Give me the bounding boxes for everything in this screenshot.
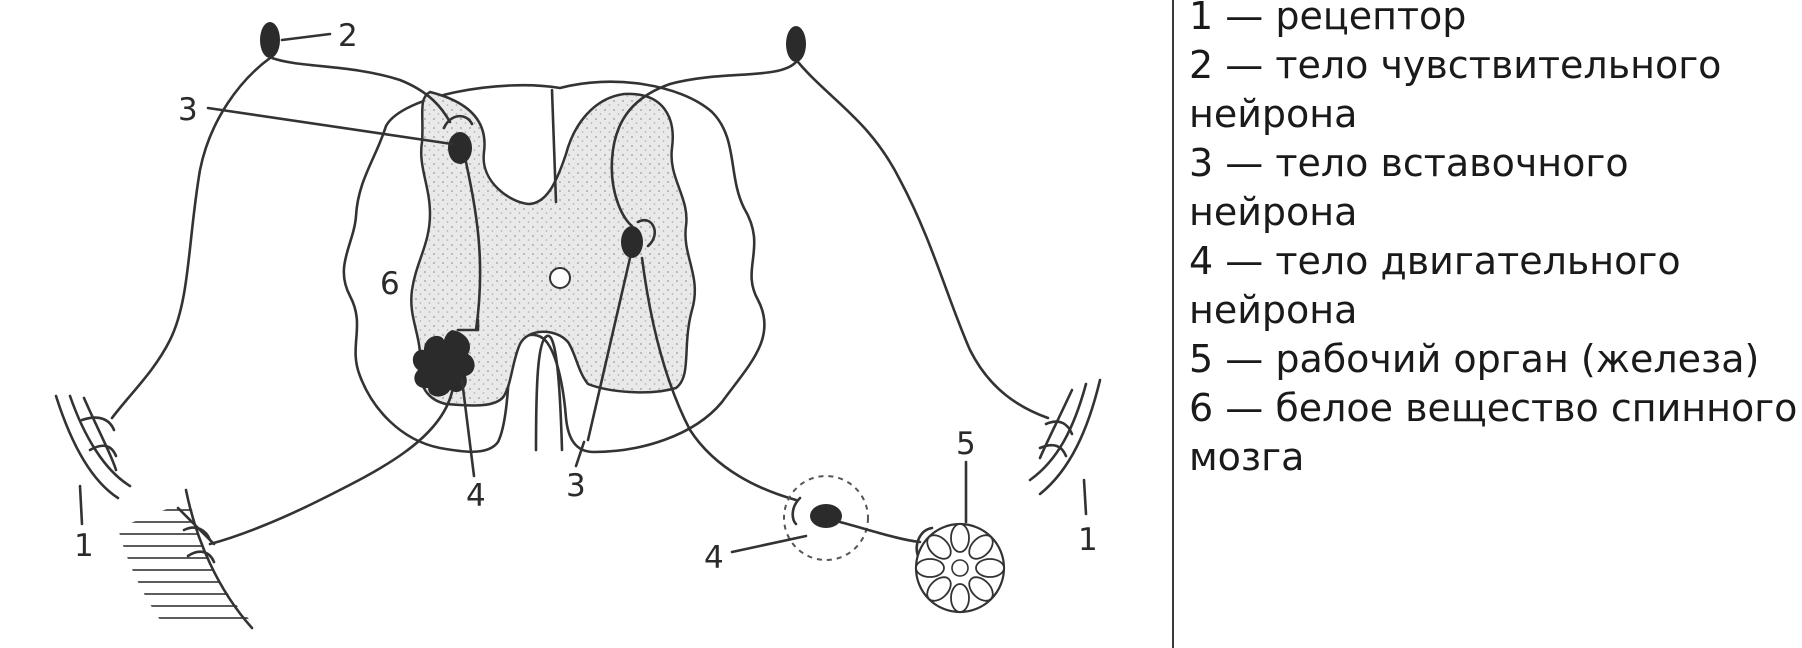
- motor-neuron-left-body: [412, 330, 475, 397]
- legend-item-6: 6 — белое вещество спинного мозга: [1189, 386, 1798, 479]
- motor-end-plate-left: [176, 506, 216, 564]
- synapse-cup-left: [442, 114, 474, 130]
- effector-synapse: [915, 526, 934, 558]
- muscle-edge: [184, 488, 254, 630]
- label-3-right: 3: [566, 468, 586, 504]
- sensory-axon-right-in: [796, 60, 1050, 420]
- interneuron-left-body: [448, 132, 472, 164]
- sensory-neuron-body: [260, 22, 280, 58]
- label-3-left: 3: [178, 92, 198, 128]
- posterior-septum: [550, 88, 558, 204]
- reflex-arc-diagram: 2 3 6 4 3 1 4 5 1: [54, 18, 1102, 630]
- label-4-left: 4: [466, 478, 486, 514]
- motor-neuron-right-body: [810, 504, 842, 528]
- panel-divider: [1172, 0, 1174, 648]
- legend-item-1: 1 — рецептор: [1189, 0, 1467, 38]
- gland: [914, 522, 1006, 614]
- motor-axon-left: [208, 390, 454, 546]
- receptor-right: [1028, 378, 1102, 496]
- sensory-axon-to-cord: [270, 56, 452, 124]
- receptor-left: [54, 394, 132, 500]
- interneuron-right-axon: [586, 256, 632, 442]
- label-4-right: 4: [704, 540, 724, 576]
- label-2: 2: [338, 18, 358, 54]
- label-5: 5: [956, 426, 976, 462]
- postganglionic-axon: [838, 520, 922, 544]
- sensory-neuron-right-body: [786, 26, 806, 62]
- legend-item-4: 4 — тело двигательного нейрона: [1189, 239, 1681, 332]
- synapse-cup-left-lower: [456, 318, 480, 332]
- motor-axon-right: [640, 256, 798, 502]
- legend: 1 — рецептор 2 — тело чувствительного не…: [1189, 0, 1799, 482]
- label-6: 6: [380, 266, 400, 302]
- effector-muscle: [118, 500, 250, 620]
- ganglion-synapse: [791, 496, 802, 526]
- interneuron-left-axon: [464, 160, 482, 332]
- legend-item-5: 5 — рабочий орган (железа): [1189, 337, 1760, 381]
- grey-matter: [410, 90, 697, 407]
- sensory-axon-right-to-cord: [610, 60, 798, 228]
- central-canal: [549, 267, 571, 289]
- legend-item-2: 2 — тело чувствительного нейрона: [1189, 43, 1722, 136]
- legend-item-3: 3 — тело вставочного нейрона: [1189, 141, 1629, 234]
- ganglion-outline: [783, 475, 869, 561]
- anterior-fissure: [534, 334, 564, 452]
- spinal-cord-outline: [342, 80, 766, 454]
- interneuron-right-body: [621, 226, 643, 258]
- label-1-right: 1: [1078, 522, 1098, 558]
- sensory-axon-in: [110, 56, 272, 420]
- synapse-cup-right: [636, 218, 656, 248]
- label-1-left: 1: [74, 528, 94, 564]
